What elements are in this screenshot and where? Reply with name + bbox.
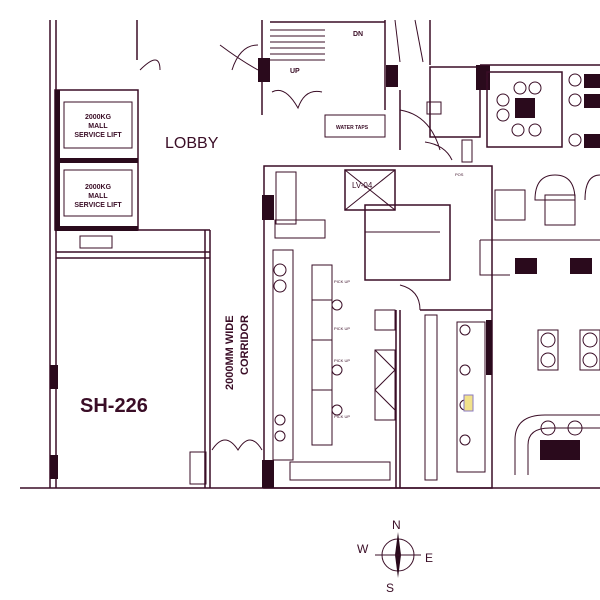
shop-label: SH-226 (80, 395, 148, 417)
compass-rose (375, 532, 421, 578)
lift-2-label-2: MALL (88, 193, 108, 200)
lift-2-label-1: 2000KG (85, 184, 112, 191)
lift-block (54, 89, 210, 259)
kitchen (262, 165, 493, 489)
lobby-label: LOBBY (165, 135, 219, 152)
dining-area (479, 64, 600, 475)
pickup-label-4: PICK UP (334, 414, 350, 419)
lift-1-label-3: SERVICE LIFT (74, 132, 122, 139)
compass-east: E (425, 551, 433, 565)
compass-west: W (357, 542, 369, 556)
shop-sh226 (137, 229, 263, 488)
pos-label: POS (455, 172, 464, 177)
lift-1-label-1: 2000KG (85, 114, 112, 121)
corridor-label-1: 2000MM WIDE (224, 315, 236, 390)
accessible-wc (399, 65, 490, 163)
compass-north: N (392, 518, 401, 532)
water-taps-label: WATER TAPS (336, 125, 369, 131)
stair-up-label: UP (290, 68, 300, 75)
pickup-label-2: PICK UP (334, 326, 350, 331)
stairs (258, 19, 431, 150)
compass-south: S (386, 581, 394, 595)
lift-1-label-2: MALL (88, 123, 108, 130)
pickup-label-1: PICK UP (334, 279, 350, 284)
stair-down-label: DN (353, 31, 363, 38)
lv-label: LV-04 (352, 181, 373, 190)
pickup-label-3: PICK UP (334, 358, 350, 363)
lift-2-label-3: SERVICE LIFT (74, 202, 122, 209)
corridor-label-2: CORRIDOR (239, 315, 251, 375)
